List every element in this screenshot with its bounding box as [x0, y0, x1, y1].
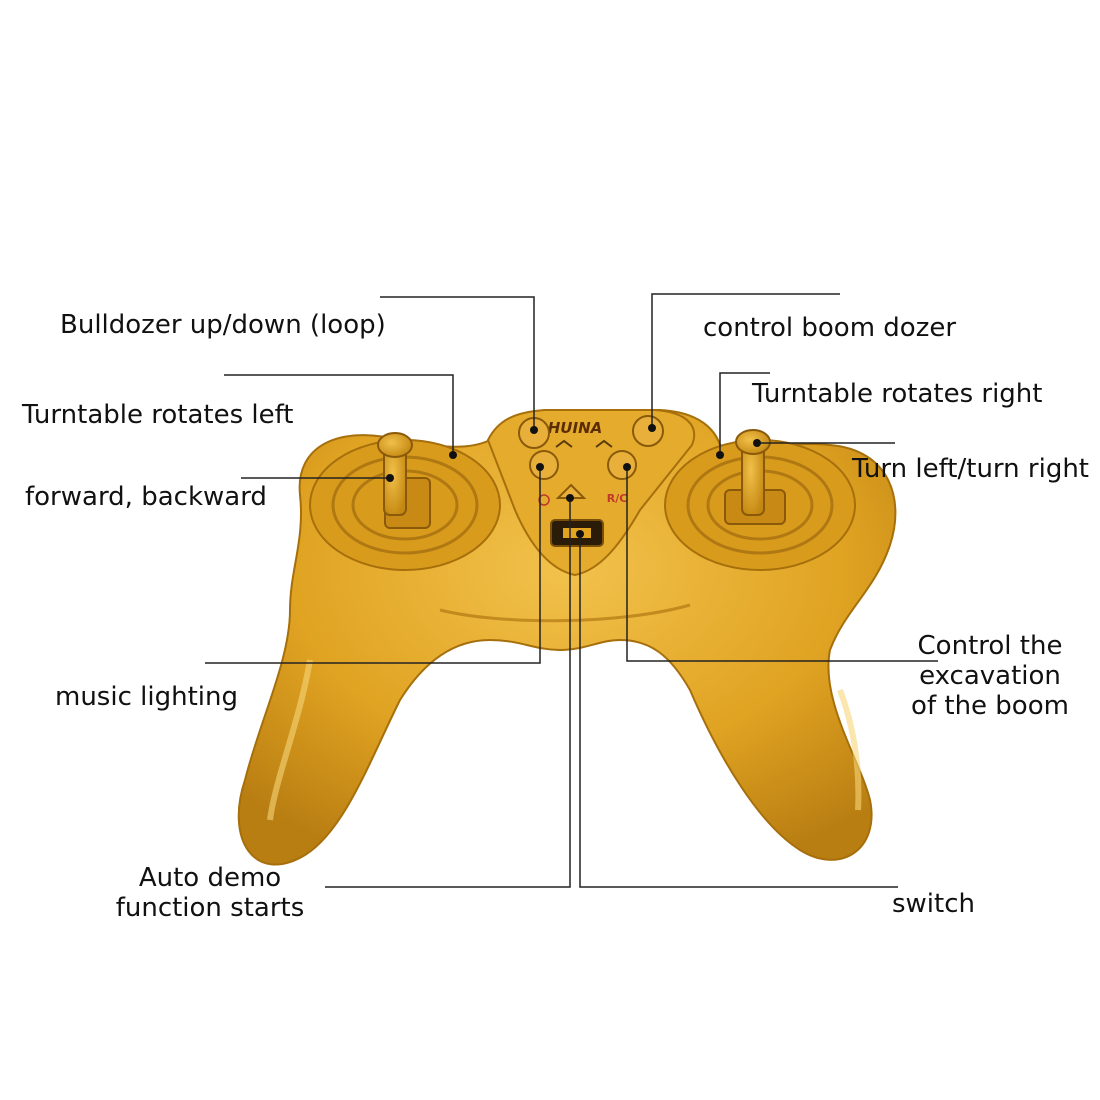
leader-turntable-left [224, 374, 454, 455]
leader-dots [386, 424, 761, 538]
leader-bulldozer [380, 296, 535, 430]
label-control-boom-dozer: control boom dozer [703, 313, 957, 343]
dot-boom-dozer [648, 424, 656, 432]
label-excavation: Control the excavation of the boom [890, 631, 1090, 721]
leader-auto-demo [325, 498, 571, 888]
music-lighting-button[interactable] [529, 450, 559, 480]
right-joystick [664, 429, 856, 571]
dot-bulldozer [530, 426, 538, 434]
brand-logo: HUINA [548, 419, 602, 437]
arrow-icons [555, 439, 613, 448]
dot-turntable-left [449, 451, 457, 459]
dot-switch [576, 530, 584, 538]
dot-auto-demo [566, 494, 574, 502]
leader-turntable-right [719, 372, 770, 455]
label-turntable-left: Turntable rotates left [22, 400, 294, 430]
right-stick-knob[interactable] [735, 429, 771, 455]
label-forward-backward: forward, backward [25, 482, 267, 512]
left-grip-highlight [267, 659, 313, 821]
leader-boom-dozer [651, 293, 840, 428]
label-auto-demo-line2: function starts [115, 893, 305, 923]
dot-forward-backward [386, 474, 394, 482]
label-excavation-line3: of the boom [911, 691, 1069, 721]
dot-turn-left-right [753, 439, 761, 447]
dot-excavation [623, 463, 631, 471]
left-stick-knob[interactable] [377, 432, 413, 458]
leader-excavation [626, 467, 938, 662]
body-seam [439, 603, 691, 623]
label-auto-demo: Auto demo function starts [110, 863, 310, 923]
demo-icon [538, 494, 550, 506]
label-switch: switch [892, 889, 976, 919]
label-excavation-line2: excavation [919, 661, 1061, 691]
leader-music-lighting [205, 467, 541, 664]
rc-mark: R/C [607, 492, 628, 505]
boom-dozer-button[interactable] [632, 415, 664, 447]
dot-music-lighting [536, 463, 544, 471]
excavation-button[interactable] [607, 450, 637, 480]
label-music-lighting: music lighting [55, 682, 238, 712]
left-joystick [309, 432, 501, 571]
right-grip-highlight [837, 688, 862, 811]
label-turn-left-right: Turn left/turn right [852, 454, 1089, 484]
label-auto-demo-line1: Auto demo [138, 863, 282, 893]
label-bulldozer: Bulldozer up/down (loop) [60, 310, 386, 340]
leader-lines [205, 293, 938, 888]
leader-switch [579, 534, 898, 888]
label-turntable-right: Turntable rotates right [752, 379, 1043, 409]
label-excavation-line1: Control the [917, 631, 1063, 661]
dot-turntable-right [716, 451, 724, 459]
